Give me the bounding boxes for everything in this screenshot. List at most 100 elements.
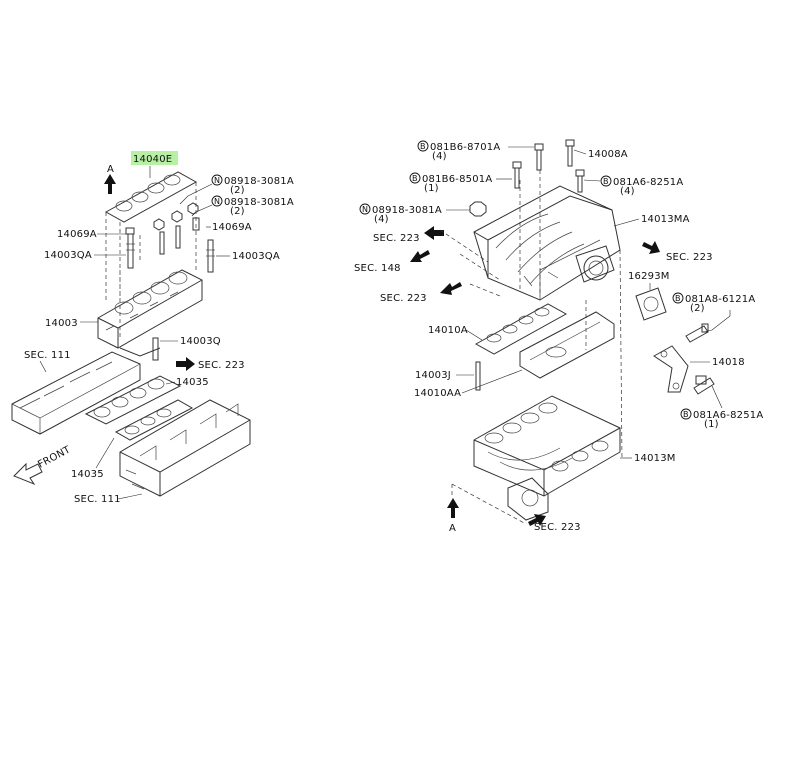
gasket-16293m (635, 287, 667, 321)
label-bolt-3-qty: (4) (620, 186, 635, 197)
label-front: FRONT (36, 444, 73, 471)
label-bolt-1-code[interactable]: 081B6-8701A (430, 142, 500, 153)
throttle-body (507, 477, 549, 521)
stud-14003j (475, 361, 481, 391)
nut-a (153, 218, 165, 231)
leader-14035-top (165, 381, 176, 385)
label-16293m[interactable]: 16293M (628, 271, 670, 282)
leader-14035-bottom (95, 437, 115, 469)
sec-223-arrow-r3-icon (440, 282, 462, 295)
injector-left (126, 233, 135, 269)
gasket-14035-top (84, 375, 182, 425)
bolt-symbol-5-letter: B (683, 410, 689, 419)
bolt-symbol-2-letter: B (412, 174, 418, 183)
sec-148-arrow-icon (410, 250, 430, 262)
guide-lines-right-upper (439, 170, 623, 461)
label-nut-1-code[interactable]: 08918-3081A (224, 176, 294, 187)
label-nut-2-code[interactable]: 08918-3081A (224, 197, 294, 208)
label-bolt-2-qty: (1) (424, 183, 439, 194)
leader-nut-2 (191, 204, 213, 217)
label-14013ma[interactable]: 14013MA (641, 214, 690, 225)
collector-14013ma (473, 185, 621, 301)
bolt-symbol-2-icon (409, 172, 421, 184)
label-14035-bottom[interactable]: 14035 (71, 469, 104, 480)
guide-lines-left (105, 182, 197, 340)
leader-nut-1 (179, 183, 213, 205)
label-bolt-5-code[interactable]: 081A6-8251A (693, 410, 763, 421)
label-bolt-5-qty: (1) (704, 419, 719, 430)
studs-center (159, 225, 181, 255)
label-sec-111-bottom[interactable]: SEC. 111 (74, 494, 121, 505)
bolt-2 (512, 161, 522, 189)
label-14013m[interactable]: 14013M (634, 453, 676, 464)
cylinder-head-upper (11, 351, 141, 435)
label-sec-223-bottom[interactable]: SEC. 223 (534, 522, 581, 533)
sec-223-arrow-bottom-icon (528, 514, 546, 526)
bracket-14018 (653, 345, 689, 393)
leader-sec-111-top (39, 360, 47, 373)
label-14003qa-right[interactable]: 14003QA (232, 251, 280, 262)
label-14069a-left[interactable]: 14069A (57, 229, 97, 240)
label-14010a[interactable]: 14010A (428, 325, 468, 336)
leader-bolt-3 (583, 179, 601, 182)
nut-symbol-3-icon (359, 203, 371, 215)
stud-cap-left (125, 227, 135, 235)
label-14003[interactable]: 14003 (45, 318, 78, 329)
bolt-5 (693, 375, 715, 395)
label-sec-223-r1[interactable]: SEC. 223 (373, 233, 420, 244)
injector-right (206, 239, 215, 273)
sec-223-arrow-left-icon (176, 357, 195, 371)
leader-14008a (573, 149, 587, 155)
leader-14010a (465, 329, 483, 341)
label-14035-top[interactable]: 14035 (176, 377, 209, 388)
bolt-symbol-4-letter: B (675, 294, 681, 303)
leader-sec-111-bottom (117, 493, 143, 500)
nut-symbol-2-letter: N (214, 197, 220, 206)
nut-symbol-3-letter: N (362, 205, 368, 214)
cylinder-head-lower (119, 399, 251, 497)
bolt-4 (685, 323, 709, 343)
gasket-14035-bottom (114, 399, 194, 441)
stud-14003q (152, 337, 159, 361)
nut-3 (469, 201, 487, 217)
bolt-3 (575, 169, 585, 193)
label-14069a-right[interactable]: 14069A (212, 222, 252, 233)
leader-14010aa (461, 369, 523, 394)
label-nut-1-qty: (2) (230, 185, 245, 196)
sec-223-arrow-r2-icon (642, 241, 660, 254)
bolt-symbol-1-icon (417, 140, 429, 152)
label-bolt-3-code[interactable]: 081A6-8251A (613, 177, 683, 188)
label-bolt-2-code[interactable]: 081B6-8501A (422, 174, 492, 185)
bolt-symbol-1-letter: B (420, 142, 426, 151)
label-bolt-4-qty: (2) (690, 303, 705, 314)
label-nut-3-code[interactable]: 08918-3081A (372, 205, 442, 216)
nut-symbol-1-letter: N (214, 176, 220, 185)
label-sec-223-r3[interactable]: SEC. 223 (380, 293, 427, 304)
label-14003q[interactable]: 14003Q (180, 336, 221, 347)
bolt-1 (534, 143, 544, 171)
nut-b (171, 210, 183, 223)
label-bolt-4-code[interactable]: 081A8-6121A (685, 294, 755, 305)
nut-symbol-1-icon (211, 174, 223, 186)
leader-bolt-5 (711, 385, 723, 409)
label-sec-223-r2[interactable]: SEC. 223 (666, 252, 713, 263)
label-14040e[interactable]: 14040E (133, 154, 172, 165)
label-sec-148[interactable]: SEC. 148 (354, 263, 401, 274)
label-14003j[interactable]: 14003J (415, 370, 451, 381)
nut-symbol-2-icon (211, 195, 223, 207)
gasket-14010a (474, 303, 568, 355)
front-arrow-icon (13, 462, 43, 486)
bolt-14008a (565, 139, 575, 167)
leader-14013ma (613, 218, 640, 227)
gasket-14010aa (519, 311, 615, 379)
bolt-symbol-4-icon (672, 292, 684, 304)
label-14010aa[interactable]: 14010AA (414, 388, 461, 399)
label-sec-111-top[interactable]: SEC. 111 (24, 350, 71, 361)
label-14018[interactable]: 14018 (712, 357, 745, 368)
label-14008a[interactable]: 14008A (588, 149, 628, 160)
label-sec-223-left[interactable]: SEC. 223 (198, 360, 245, 371)
bolt-symbol-3-letter: B (603, 177, 609, 186)
label-14003qa-left[interactable]: 14003QA (44, 250, 92, 261)
view-a-arrow-right-icon (447, 498, 459, 518)
